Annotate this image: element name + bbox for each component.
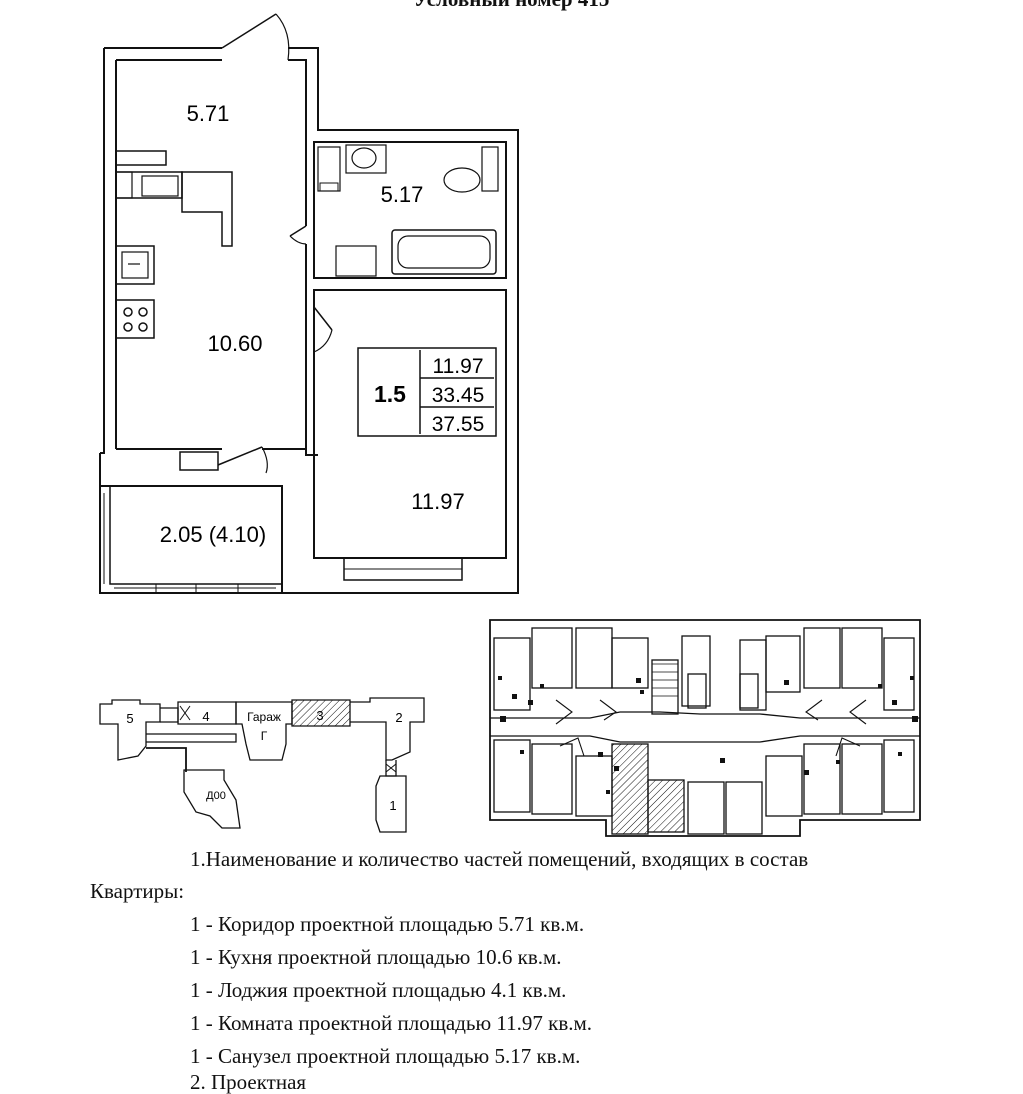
page-title: Условный номер 415 xyxy=(0,0,1023,12)
badge-total-area: 33.45 xyxy=(432,384,485,407)
list-item: 1 - Коридор проектной площадью 5.71 кв.м… xyxy=(190,912,585,936)
floor-plan-mini xyxy=(489,619,921,837)
section-label-1: 1 xyxy=(389,798,396,813)
list-item: 1 - Комната проектной площадью 11.97 кв.… xyxy=(190,1011,593,1035)
section-label-4: 4 xyxy=(202,709,209,724)
d00-label: Д00 xyxy=(206,790,226,802)
site-plan xyxy=(99,697,425,833)
apartment-floor-plan xyxy=(99,13,519,594)
garage-letter: Г xyxy=(261,729,268,743)
section-label-3: 3 xyxy=(316,708,323,723)
paragraph-line1: 1.Наименование и количество частей помещ… xyxy=(190,847,809,871)
floor-plan-fixtures xyxy=(498,676,918,794)
apartment-badge: 1.5 11.97 33.45 37.55 xyxy=(357,347,497,437)
list-item: 1 - Санузел проектной площадью 5.17 кв.м… xyxy=(190,1044,581,1068)
list-item: 1 - Кухня проектной площадью 10.6 кв.м. xyxy=(190,945,562,969)
paragraph-line2: Квартиры: xyxy=(90,879,185,903)
list-item: 1 - Лоджия проектной площадью 4.1 кв.м. xyxy=(190,978,567,1002)
section-label-2: 2 xyxy=(395,710,402,725)
badge-apartment-number: 1.5 xyxy=(374,381,406,407)
badge-area-with-loggia: 37.55 xyxy=(432,413,485,436)
garage-label: Гараж xyxy=(247,710,281,724)
room-label-loggia: 2.05 (4.10) xyxy=(160,522,266,547)
room-label-bathroom: 5.17 xyxy=(381,182,424,207)
room-label-room: 11.97 xyxy=(411,489,464,514)
room-label-corridor: 5.71 xyxy=(187,101,230,126)
cut-off-line: 2. Проектная xyxy=(190,1070,307,1094)
section-label-5: 5 xyxy=(126,711,133,726)
badge-living-area: 11.97 xyxy=(433,355,484,378)
room-label-kitchen: 10.60 xyxy=(207,331,262,356)
